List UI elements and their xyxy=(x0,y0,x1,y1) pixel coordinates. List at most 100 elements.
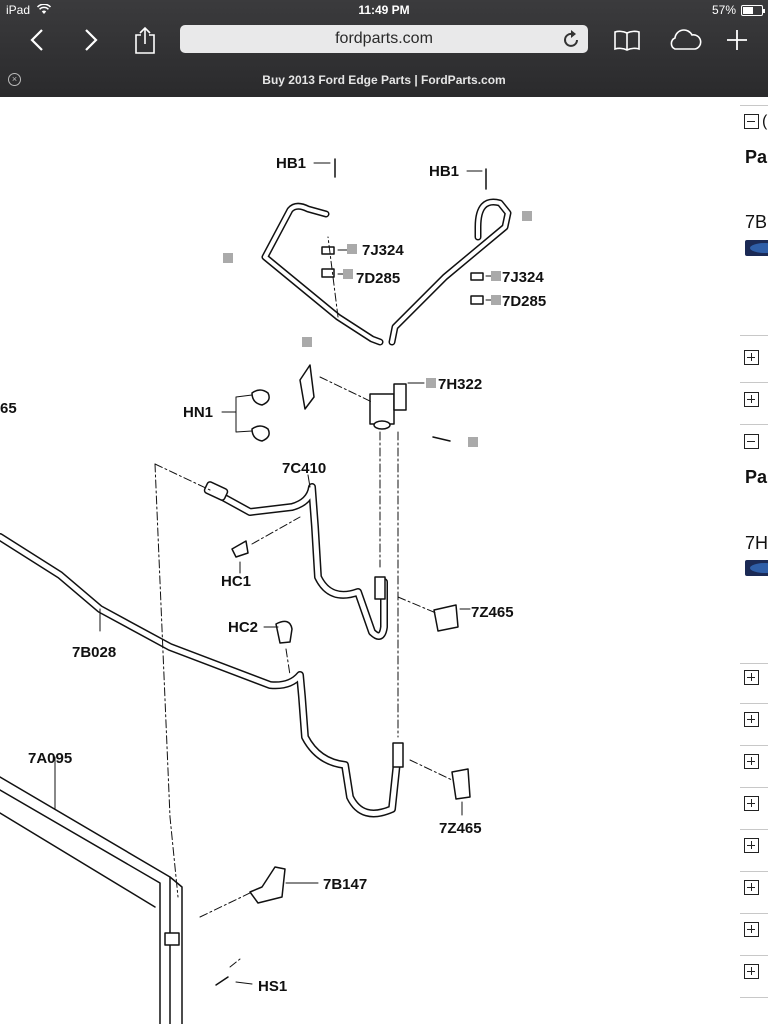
expand-icon[interactable] xyxy=(744,670,759,685)
new-tab-button[interactable] xyxy=(722,24,752,56)
forward-button[interactable] xyxy=(76,24,106,56)
part-hc1 xyxy=(231,540,249,558)
section2-text: Pa xyxy=(745,467,768,487)
divider xyxy=(740,997,768,998)
tube-7c410 xyxy=(203,481,388,640)
label-hc2[interactable]: HC2 xyxy=(228,619,258,636)
part-labels: HB1 HB1 7J324 7D285 7J324 7D285 7H322 HN… xyxy=(0,155,546,995)
expand-icon[interactable] xyxy=(744,838,759,853)
part-hn1-bracket xyxy=(251,364,315,442)
label-hb1-left[interactable]: HB1 xyxy=(276,155,306,172)
divider xyxy=(740,829,768,830)
divider xyxy=(740,335,768,336)
divider xyxy=(740,913,768,914)
address-bar[interactable]: fordparts.com xyxy=(180,25,588,53)
icloud-tabs-button[interactable] xyxy=(665,24,705,56)
expand-icon[interactable] xyxy=(744,964,759,979)
tab-bar: × Buy 2013 Ford Edge Parts | FordParts.c… xyxy=(0,66,768,94)
label-hs1[interactable]: HS1 xyxy=(258,978,287,995)
part-7z465-bottom xyxy=(451,768,471,800)
expand-icon[interactable] xyxy=(744,350,759,365)
reference-markers xyxy=(223,211,532,447)
divider xyxy=(740,424,768,425)
expand-icon[interactable] xyxy=(744,880,759,895)
url-text: fordparts.com xyxy=(335,30,433,47)
back-icon xyxy=(30,29,43,51)
divider xyxy=(740,871,768,872)
expand-icon[interactable] xyxy=(744,796,759,811)
back-button[interactable] xyxy=(22,24,52,56)
icloud-tabs-icon xyxy=(670,29,702,50)
label-pointers xyxy=(54,162,493,985)
reload-icon xyxy=(564,30,578,47)
divider xyxy=(740,703,768,704)
section-header-peek: ( xyxy=(762,113,768,130)
browser-chrome: iPad 11:49 PM 57% fordparts.com xyxy=(0,0,768,97)
forward-icon xyxy=(85,29,98,51)
label-7d285-left[interactable]: 7D285 xyxy=(356,270,400,287)
expand-icon[interactable] xyxy=(744,922,759,937)
share-icon xyxy=(135,26,155,54)
part-7z465-top xyxy=(433,604,459,632)
status-time: 11:49 PM xyxy=(358,3,410,17)
browser-toolbar: fordparts.com xyxy=(0,22,768,58)
tab-title[interactable]: Buy 2013 Ford Edge Parts | FordParts.com xyxy=(262,73,506,87)
part-clips xyxy=(231,246,484,904)
label-7z465-top[interactable]: 7Z465 xyxy=(471,604,514,621)
page-content: HB1 HB1 7J324 7D285 7J324 7D285 7H322 HN… xyxy=(0,97,768,1024)
part1-text[interactable]: 7B xyxy=(745,212,768,232)
part-7d285-right xyxy=(470,295,484,305)
label-cut-left[interactable]: 65 xyxy=(0,400,17,417)
fitting-upper xyxy=(374,576,386,600)
ford-logo-icon xyxy=(745,240,768,256)
expand-icon[interactable] xyxy=(744,712,759,727)
expand-icon[interactable] xyxy=(744,392,759,407)
battery-icon xyxy=(741,5,765,16)
section1-text: Pa xyxy=(745,147,768,167)
divider xyxy=(740,745,768,746)
close-tab-icon[interactable]: × xyxy=(8,73,21,86)
part-7j324-right xyxy=(470,272,484,281)
device-label: iPad xyxy=(6,3,31,17)
divider xyxy=(740,382,768,383)
divider xyxy=(740,955,768,956)
leader-lines xyxy=(154,236,453,968)
share-button[interactable] xyxy=(130,24,160,56)
wifi-icon xyxy=(36,3,52,18)
tube-upper-right xyxy=(388,198,512,346)
label-7b028[interactable]: 7B028 xyxy=(72,644,116,661)
ford-logo-icon xyxy=(745,560,768,576)
collapse-icon[interactable] xyxy=(744,114,759,129)
tube-upper-left xyxy=(261,202,384,346)
parts-sidebar: ( Pa 7B Pa 7H xyxy=(740,97,768,1024)
battery-percent: 57% xyxy=(711,3,736,17)
fitting-lower xyxy=(392,742,404,768)
part2-text[interactable]: 7H xyxy=(745,533,768,553)
part-bolts xyxy=(215,158,487,986)
expand-icon[interactable] xyxy=(744,754,759,769)
label-7j324-right[interactable]: 7J324 xyxy=(502,269,544,286)
part-7h322-block xyxy=(369,383,407,430)
label-hn1[interactable]: HN1 xyxy=(183,404,213,421)
bookmarks-icon xyxy=(614,30,640,51)
collapse-icon[interactable] xyxy=(744,434,759,449)
part-7a095-condenser xyxy=(0,776,183,1024)
label-7h322[interactable]: 7H322 xyxy=(438,376,482,393)
label-hb1-right[interactable]: HB1 xyxy=(429,163,459,180)
divider xyxy=(740,787,768,788)
reload-button[interactable] xyxy=(562,29,580,49)
status-bar: iPad 11:49 PM 57% xyxy=(0,0,768,22)
part-7b147 xyxy=(249,866,286,904)
label-hc1[interactable]: HC1 xyxy=(221,573,251,590)
label-7z465-bottom[interactable]: 7Z465 xyxy=(439,820,482,837)
part-7d285-left xyxy=(321,268,335,278)
new-tab-icon xyxy=(727,30,747,50)
label-7j324-left[interactable]: 7J324 xyxy=(362,242,404,259)
bookmarks-button[interactable] xyxy=(612,24,642,56)
parts-diagram: HB1 HB1 7J324 7D285 7J324 7D285 7H322 HN… xyxy=(0,155,546,1024)
label-7a095[interactable]: 7A095 xyxy=(28,750,72,767)
part-hc2 xyxy=(275,620,293,644)
label-7b147[interactable]: 7B147 xyxy=(323,876,367,893)
label-7d285-right[interactable]: 7D285 xyxy=(502,293,546,310)
label-7c410[interactable]: 7C410 xyxy=(282,460,326,477)
